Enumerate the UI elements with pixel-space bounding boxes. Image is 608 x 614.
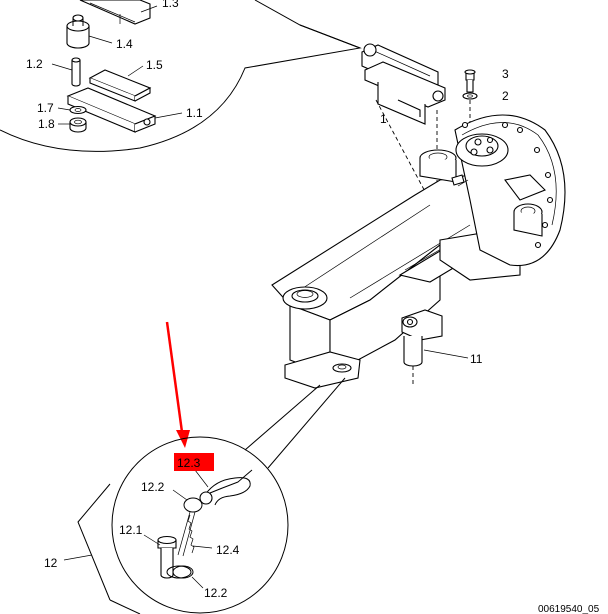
label-1-1: 1.1 [186, 106, 203, 120]
highlight-arrow [165, 321, 190, 448]
part-12-2-lower-ring [172, 565, 194, 579]
part-1-3-bracket [79, 0, 151, 25]
label-1-4: 1.4 [116, 37, 133, 51]
label-1-5: 1.5 [146, 58, 163, 72]
part-12-2-ring [177, 497, 203, 557]
part-12-3-r-clip [199, 469, 253, 506]
label-12-2-top: 12.2 [141, 480, 165, 494]
label-11: 11 [470, 352, 483, 366]
part-12-4-chain [187, 514, 195, 554]
document-id: 00619540_05 [538, 604, 600, 614]
label-1-2: 1.2 [26, 57, 43, 71]
detail-circle-top [0, 0, 362, 152]
label-12-3: 12.3 [177, 456, 201, 470]
label-12-1: 12.1 [119, 523, 143, 537]
part-labels: 1.3 1.4 1.2 1.5 1.7 1.8 1.1 3 2 1 11 12.… [26, 0, 600, 614]
label-12: 12 [44, 556, 58, 570]
label-12-4: 12.4 [216, 543, 240, 557]
label-2: 2 [502, 89, 509, 103]
label-12-2-bottom: 12.2 [204, 586, 228, 600]
label-1-8: 1.8 [38, 117, 55, 131]
label-1-3: 1.3 [162, 0, 179, 10]
part-1-2-pin [71, 57, 81, 87]
part-1-7-washer [69, 105, 87, 115]
label-3: 3 [502, 67, 509, 81]
highlight-box-12-3 [174, 453, 214, 471]
leader-lines-top-detail [51, 5, 183, 125]
leader-lines-bottom-detail [143, 469, 213, 589]
part-1-assembly [361, 43, 446, 218]
label-1-7: 1.7 [37, 101, 54, 115]
axle-frame [271, 114, 566, 389]
detail-circle-bottom [63, 377, 346, 614]
part-1-5-plate [88, 69, 152, 102]
part-1-4-bushing [66, 14, 90, 49]
part-12-1-pin [157, 535, 192, 579]
part-3-bolt [464, 69, 476, 93]
label-1: 1 [380, 112, 387, 126]
part-11-sensor [401, 309, 469, 385]
part-1-1-channel [66, 87, 157, 133]
part-1-8-nut [69, 117, 87, 133]
